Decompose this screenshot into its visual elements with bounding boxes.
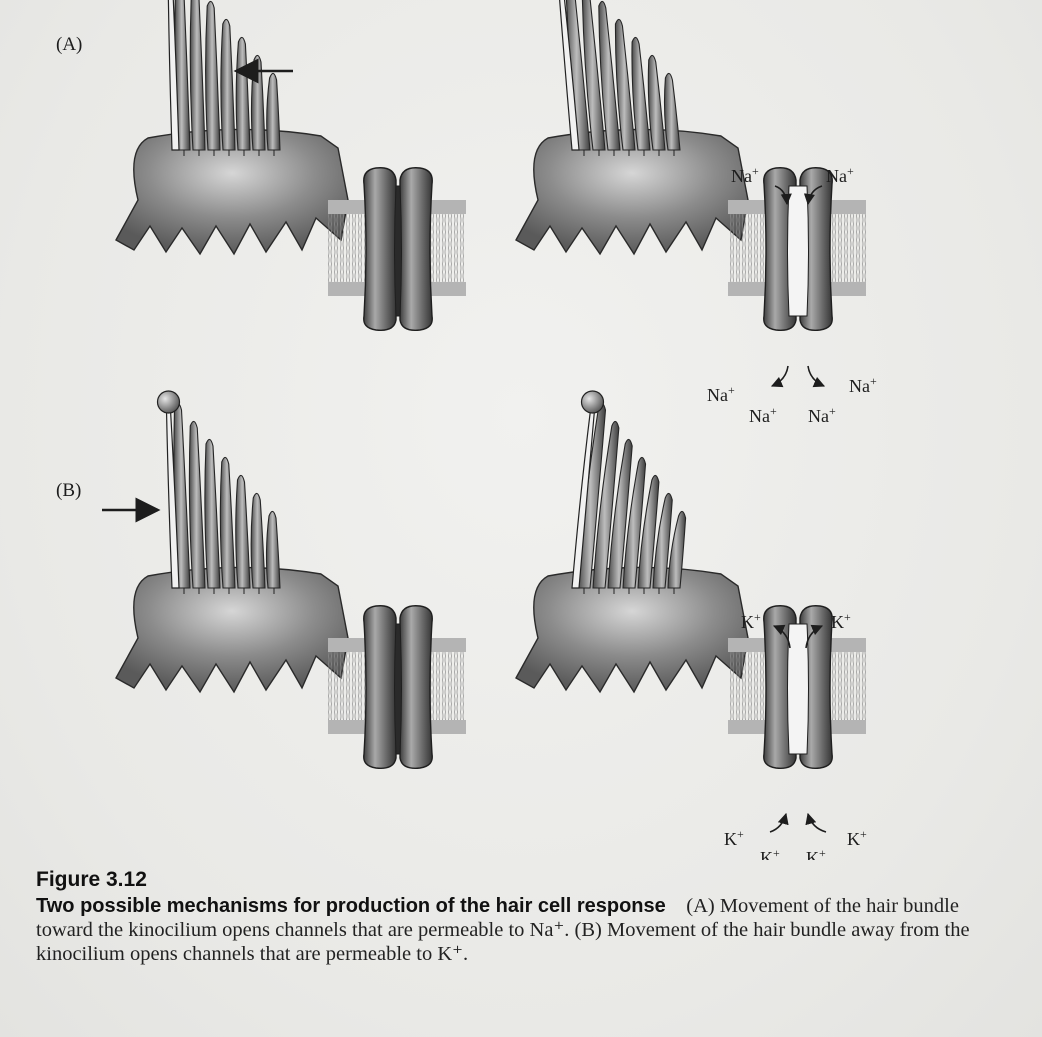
hair-cell-a-resting: [116, 0, 466, 330]
hair-cell-b-resting: [116, 391, 466, 768]
kinocilium-bulb: [582, 391, 604, 413]
ion-label-k: K+: [831, 610, 851, 632]
stereocilium: [206, 1, 220, 150]
stereocilium: [664, 73, 680, 150]
kinocilium-bulb: [158, 391, 180, 413]
channel-pore: [788, 624, 809, 754]
stereocilium: [205, 439, 220, 588]
ion-label-na: Na+: [749, 404, 777, 426]
figure-number: Figure 3.12: [36, 868, 1016, 892]
stereocilium: [251, 55, 265, 150]
stereocilium: [236, 475, 250, 588]
figure-caption: Figure 3.12 Two possible mechanisms for …: [36, 868, 1016, 966]
stereocilium: [267, 73, 280, 150]
channel-pore: [395, 186, 402, 316]
ion-label-na: Na+: [826, 164, 854, 186]
stereocilium: [189, 421, 205, 588]
hair-cell-a-deflected: [516, 0, 866, 330]
stereocilium: [251, 493, 265, 588]
channel-subunit-right: [400, 606, 432, 769]
ion-label-na: Na+: [849, 374, 877, 396]
ion-channel: [764, 168, 833, 331]
hair-bundle: [159, 0, 280, 156]
channel-subunit-left: [364, 168, 396, 331]
ion-channel: [364, 606, 433, 769]
hair-bundle: [549, 0, 681, 156]
ion-label-k: K+: [847, 827, 867, 849]
ion-label-na: Na+: [731, 164, 759, 186]
ion-channel: [764, 606, 833, 769]
stereocilium: [190, 0, 205, 150]
channel-pore: [395, 624, 402, 754]
panel-label-b: (B): [56, 480, 81, 501]
hair-bundle: [572, 391, 686, 594]
caption-title: Two possible mechanisms for production o…: [36, 895, 666, 917]
ion-label-k: K+: [741, 610, 761, 632]
stereocilium: [221, 19, 235, 150]
stereocilium: [220, 457, 235, 588]
channel-subunit-right: [400, 168, 432, 331]
stereocilium: [648, 55, 665, 150]
hair-cell-diagram: (A) (B) Na+ Na+ Na+ Na+ Na+ Na+ K+ K+ K+…: [0, 0, 1042, 860]
stereocilium: [236, 37, 250, 150]
ion-label-na: Na+: [808, 404, 836, 426]
caption-body: Two possible mechanisms for production o…: [36, 894, 1016, 966]
ion-label-k: K+: [724, 827, 744, 849]
ion-label-k: K+: [806, 846, 826, 860]
panel-label-a: (A): [56, 34, 82, 55]
ion-label-k: K+: [760, 846, 780, 860]
channel-pore: [788, 186, 809, 316]
hair-cell-b-deflected: [516, 391, 866, 768]
ion-channel: [364, 168, 433, 331]
stereocilium: [266, 511, 280, 588]
ion-label-na: Na+: [707, 383, 735, 405]
hair-bundle: [158, 391, 281, 594]
channel-subunit-left: [364, 606, 396, 769]
